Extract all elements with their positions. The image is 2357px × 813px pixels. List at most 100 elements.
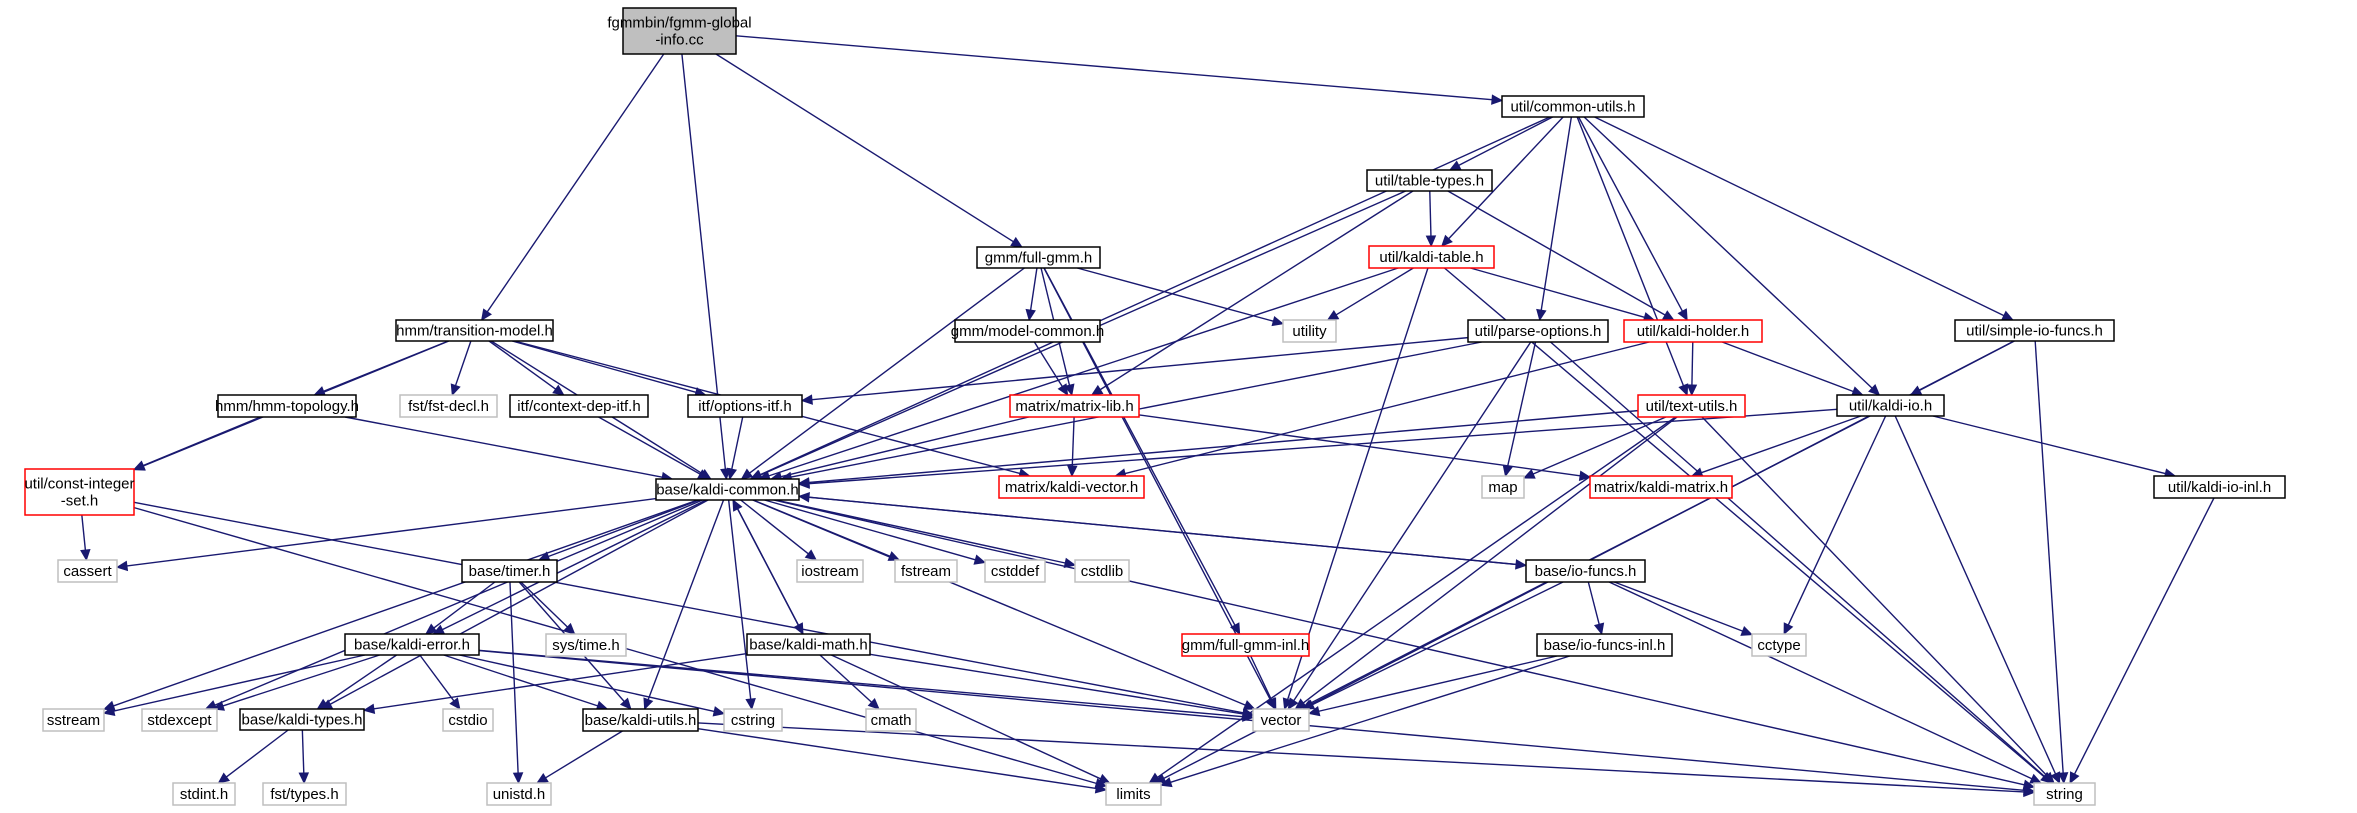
- nodes-layer: fgmmbin/fgmm-global-info.cc util/common-u…: [24, 7, 2286, 806]
- node-cstddef: cstddef: [984, 559, 1046, 583]
- edge-kaldi-error-to-stdexcept: [212, 654, 380, 711]
- node-label: util/const-integer: [24, 476, 134, 493]
- edge-io-funcs-to-string: [1608, 581, 2042, 784]
- node-kaldi-utils[interactable]: base/kaldi-utils.h: [582, 708, 699, 732]
- edge-arrowhead: [1287, 697, 1299, 711]
- node-label: base/kaldi-math.h: [749, 637, 867, 654]
- node-model-common[interactable]: gmm/model-common.h: [951, 319, 1104, 343]
- node-simple-io-funcs[interactable]: util/simple-io-funcs.h: [1954, 319, 2115, 342]
- edge-timer-to-sys-time: [520, 581, 576, 635]
- node-box: [24, 468, 135, 516]
- node-table-types[interactable]: util/table-types.h: [1366, 169, 1493, 192]
- edge-arrowhead: [1740, 625, 1754, 636]
- node-label: cstdlib: [1081, 563, 1124, 580]
- node-kaldi-types[interactable]: base/kaldi-types.h: [239, 708, 365, 731]
- node-context-dep-itf[interactable]: itf/context-dep-itf.h: [509, 394, 649, 418]
- node-root[interactable]: fgmmbin/fgmm-global-info.cc: [607, 7, 752, 55]
- node-kaldi-matrix[interactable]: matrix/kaldi-matrix.h: [1589, 475, 1733, 499]
- node-cctype: cctype: [1751, 633, 1807, 657]
- edge-line: [1721, 341, 1854, 393]
- edge-arrowhead: [1010, 236, 1023, 248]
- edge-arrowhead: [449, 697, 461, 710]
- edge-line: [486, 53, 665, 313]
- node-hmm-topology[interactable]: hmm/hmm-topology.h: [215, 394, 359, 418]
- edge-line: [1894, 415, 2057, 775]
- edge-kaldi-common-to-vector: [752, 499, 1256, 710]
- edges-layer: [80, 35, 2215, 798]
- node-label: util/kaldi-table.h: [1379, 249, 1483, 266]
- node-label: matrix/matrix-lib.h: [1015, 398, 1133, 415]
- node-label: sstream: [47, 712, 100, 729]
- node-box: [984, 559, 1046, 583]
- edge-line: [1932, 415, 2166, 475]
- edge-io-funcs-to-vector: [1302, 581, 1564, 710]
- edge-line: [715, 53, 1014, 243]
- node-box: [1282, 319, 1337, 343]
- node-common-utils[interactable]: util/common-utils.h: [1501, 95, 1645, 118]
- edge-arrowhead: [726, 467, 738, 481]
- edge-line: [1077, 267, 1274, 322]
- node-label: iostream: [801, 563, 859, 580]
- node-kaldi-holder[interactable]: util/kaldi-holder.h: [1623, 319, 1763, 343]
- edge-arrowhead: [1593, 622, 1605, 636]
- edge-kaldi-math-to-kaldi-common: [732, 498, 804, 635]
- node-box: [399, 394, 498, 418]
- edge-line: [1608, 581, 2033, 780]
- edge-line: [768, 267, 1399, 477]
- node-kaldi-common[interactable]: base/kaldi-common.h: [655, 478, 800, 501]
- edge-arrowhead: [450, 383, 461, 397]
- node-kaldi-io-inl[interactable]: util/kaldi-io-inl.h: [2153, 475, 2286, 499]
- node-matrix-lib[interactable]: matrix/matrix-lib.h: [1009, 394, 1140, 418]
- edge-timer-to-unistd: [509, 581, 524, 785]
- node-full-gmm-inl[interactable]: gmm/full-gmm-inl.h: [1181, 633, 1310, 657]
- edge-const-integer-set-to-vector: [133, 501, 1255, 718]
- edge-arrowhead: [1307, 706, 1321, 717]
- node-parse-options[interactable]: util/parse-options.h: [1467, 319, 1609, 343]
- node-label: cassert: [63, 563, 112, 580]
- node-options-itf[interactable]: itf/options-itf.h: [687, 394, 803, 418]
- node-const-integer-set[interactable]: util/const-integer-set.h: [24, 468, 135, 516]
- edge-line: [1691, 341, 1694, 386]
- edge-arrowhead: [1090, 384, 1104, 396]
- edge-context-dep-itf-to-kaldi-common: [598, 416, 710, 480]
- node-io-funcs-inl[interactable]: base/io-funcs-inl.h: [1536, 633, 1673, 657]
- node-box: [1366, 169, 1493, 192]
- node-label: cstddef: [991, 563, 1040, 580]
- edge-line: [1701, 416, 2048, 777]
- node-kaldi-vector[interactable]: matrix/kaldi-vector.h: [998, 475, 1145, 499]
- node-kaldi-table[interactable]: util/kaldi-table.h: [1368, 245, 1495, 269]
- edge-arrowhead: [2023, 786, 2036, 798]
- node-kaldi-math[interactable]: base/kaldi-math.h: [746, 633, 871, 656]
- edge-kaldi-math-to-kaldi-types: [362, 652, 748, 714]
- node-transition-model[interactable]: hmm/transition-model.h: [395, 319, 554, 342]
- edge-arrowhead: [1271, 315, 1285, 327]
- node-text-utils[interactable]: util/text-utils.h: [1637, 394, 1746, 418]
- edge-hmm-topology-to-const-integer-set: [132, 416, 261, 471]
- edge-line: [1587, 581, 1600, 625]
- node-label: util/kaldi-holder.h: [1637, 323, 1750, 340]
- edge-line: [1312, 581, 1564, 706]
- edge-line: [1787, 415, 1887, 626]
- edge-kaldi-common-to-iostream: [740, 499, 818, 561]
- edge-arrowhead: [712, 706, 726, 717]
- node-io-funcs[interactable]: base/io-funcs.h: [1525, 559, 1646, 583]
- edge-hmm-topology-to-kaldi-common: [344, 416, 674, 483]
- edge-kaldi-error-to-cstring: [459, 654, 726, 717]
- node-kaldi-io[interactable]: util/kaldi-io.h: [1836, 394, 1945, 417]
- edge-line: [214, 499, 703, 706]
- edge-line: [1458, 116, 1553, 167]
- node-kaldi-error[interactable]: base/kaldi-error.h: [344, 633, 480, 656]
- node-full-gmm[interactable]: gmm/full-gmm.h: [976, 246, 1101, 269]
- edge-line: [736, 508, 804, 635]
- edge-common-utils-to-kaldi-holder: [1577, 116, 1688, 322]
- node-timer[interactable]: base/timer.h: [461, 559, 558, 583]
- edge-arrowhead: [973, 554, 987, 565]
- edge-line: [775, 499, 1066, 564]
- node-box: [1105, 782, 1162, 806]
- node-box: [655, 478, 800, 501]
- edge-line: [1429, 190, 1432, 237]
- node-label: -info.cc: [655, 32, 704, 49]
- edge-arrowhead: [1159, 777, 1173, 788]
- node-sstream: sstream: [42, 708, 105, 732]
- edge-model-common-to-matrix-lib: [1033, 341, 1069, 397]
